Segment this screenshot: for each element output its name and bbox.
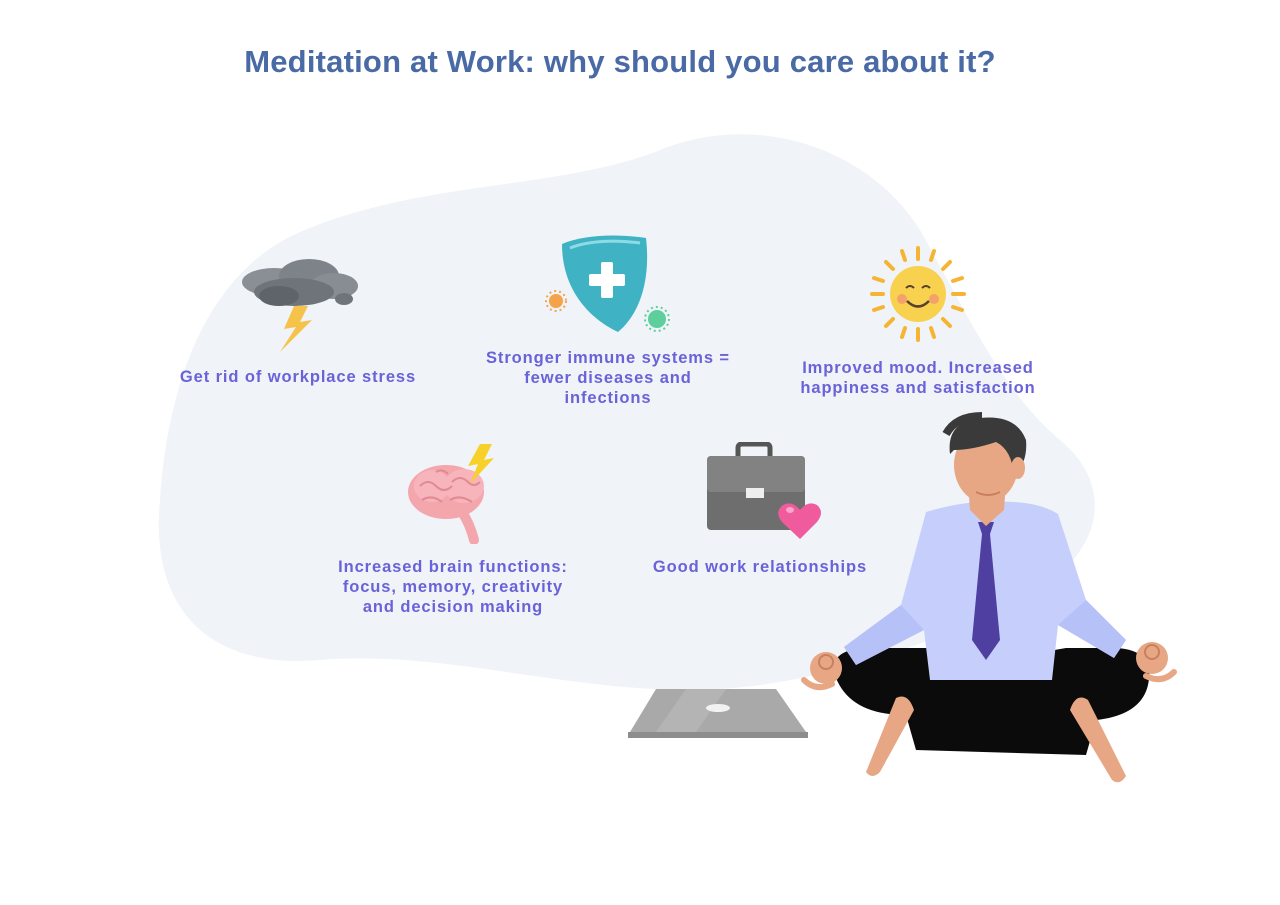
benefit-caption-stress: Get rid of workplace stress — [179, 368, 417, 386]
shield-cross-icon — [545, 235, 670, 332]
storm-cloud-icon — [242, 259, 358, 352]
page-title: Meditation at Work: why should you care … — [244, 44, 996, 79]
benefit-caption-mood: Improved mood. Increased happiness and s… — [800, 359, 1036, 397]
brain-icon — [408, 444, 494, 544]
laptop-icon — [628, 689, 808, 738]
benefit-caption-relationships: Good work relationships — [652, 558, 868, 576]
briefcase-heart-icon — [707, 442, 821, 539]
benefit-caption-immune: Stronger immune systems = fewer diseases… — [486, 349, 730, 407]
meditating-man-illustration — [801, 412, 1177, 783]
benefit-caption-brain: Increased brain functions: focus, memory… — [338, 558, 568, 616]
smiling-sun-icon — [870, 246, 966, 342]
